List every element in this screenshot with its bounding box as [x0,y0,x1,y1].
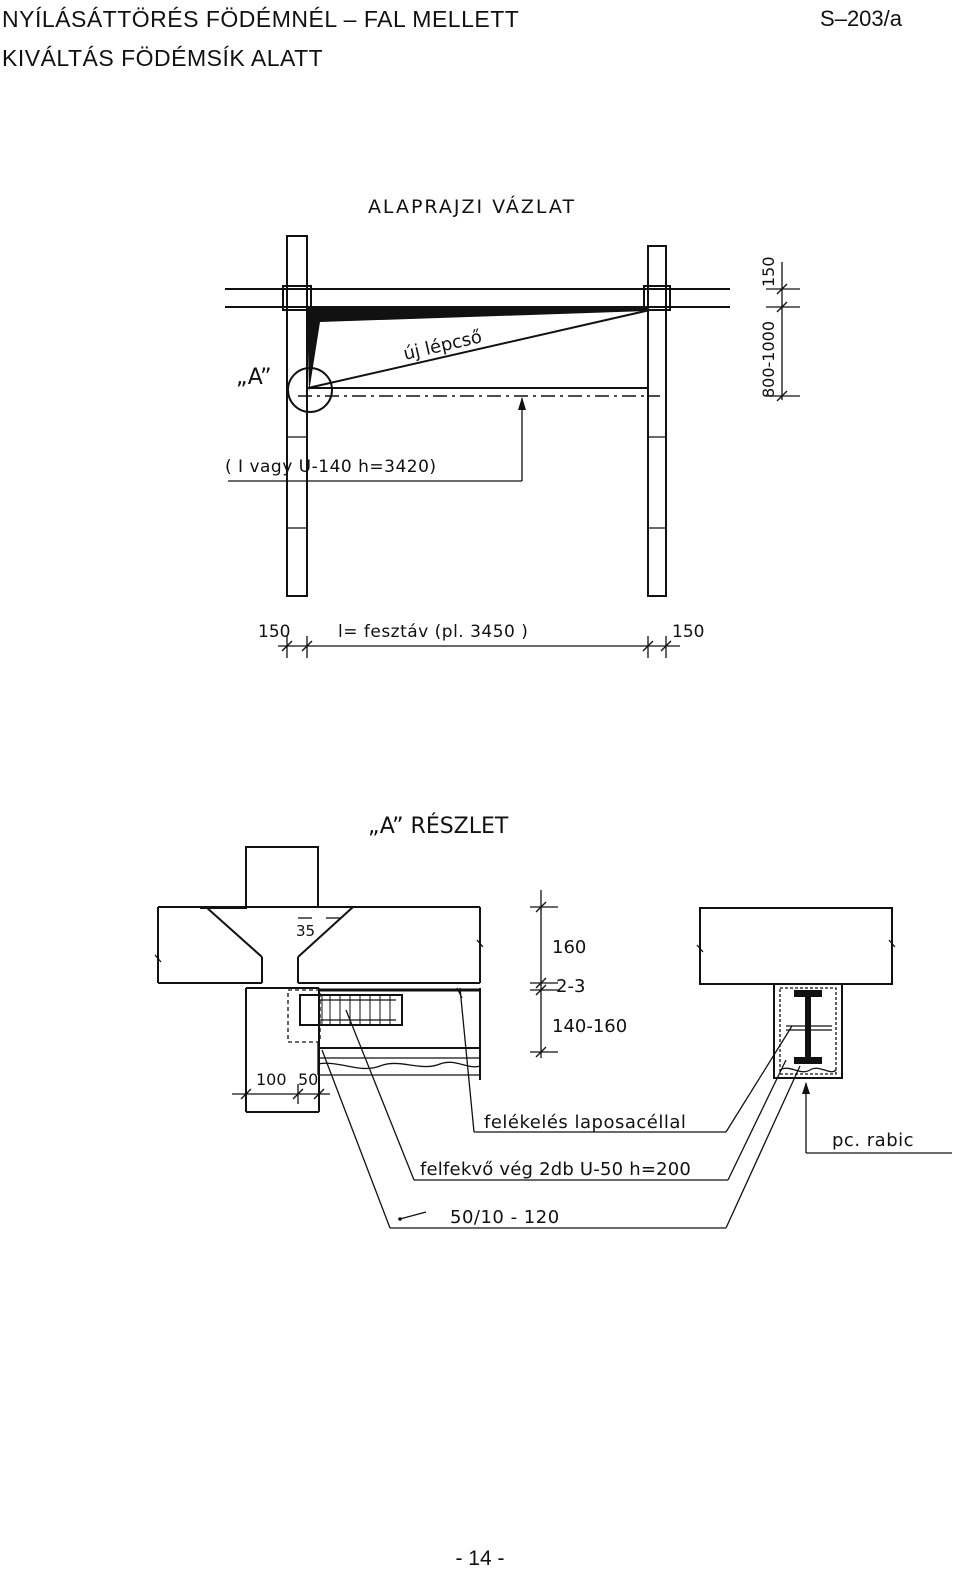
section-casing [773,983,843,1079]
detail-a-circle [287,367,333,413]
upper-wall [245,846,319,908]
plan-sketch: ALAPRAJZI VÁZLAT „A” új lépcső ( I vagy … [225,195,800,658]
dim-2-3: 2-3 [556,976,585,997]
dim-span: l= fesztáv (pl. 3450 ) [338,622,528,642]
slab-right-chamfer [297,906,354,958]
stair-wedge [307,307,648,392]
title-line-1: NYÍLÁSÁTTÖRÉS FÖDÉMNÉL – FAL MELLETT [2,6,520,32]
page-number: - 14 - [455,1547,505,1570]
stair-label: új lépcső [401,326,484,364]
label-bearing-end: felfekvő vég 2db U-50 h=200 [420,1159,691,1180]
dim-50: 50 [298,1070,318,1089]
dim-100: 100 [256,1070,287,1089]
dim-35: 35 [296,922,315,940]
label-rabic: pc. rabic [832,1130,914,1151]
sheet-code: S–203/a [820,6,902,31]
section-slab [699,907,893,985]
beam-label: ( I vagy U-140 h=3420) [225,457,437,477]
stair-diagonal [307,309,651,389]
right-column [647,245,667,597]
dim-160: 160 [552,937,586,958]
dim-vertical-top: 150 [759,256,778,287]
detail-a-marker: „A” [236,365,272,390]
channel-profile [299,994,403,1026]
label-flat: 50/10 - 120 [450,1207,560,1228]
dim-left-support: 150 [258,622,290,642]
dim-140-160: 140-160 [552,1016,627,1037]
detail-a: „A” RÉSZLET 35 [154,813,952,1229]
label-plaster: felékelés laposacéllal [484,1112,686,1133]
dim-right-support: 150 [672,622,704,642]
leader-bearing-end [345,1009,415,1181]
i-beam-bottom-flange [794,1057,822,1064]
i-beam-web [805,997,811,1057]
dim-vertical-range: 800-1000 [759,321,778,398]
title-line-2: KIVÁLTÁS FÖDÉMSÍK ALATT [2,45,324,71]
detail-title: „A” RÉSZLET [368,813,509,839]
leader-flat [321,1049,391,1229]
leader-plaster [459,987,475,1133]
plan-title: ALAPRAJZI VÁZLAT [368,195,576,218]
channel-end [287,989,321,1043]
i-beam-top-flange [794,990,822,997]
plaster-wave [317,1061,481,1070]
